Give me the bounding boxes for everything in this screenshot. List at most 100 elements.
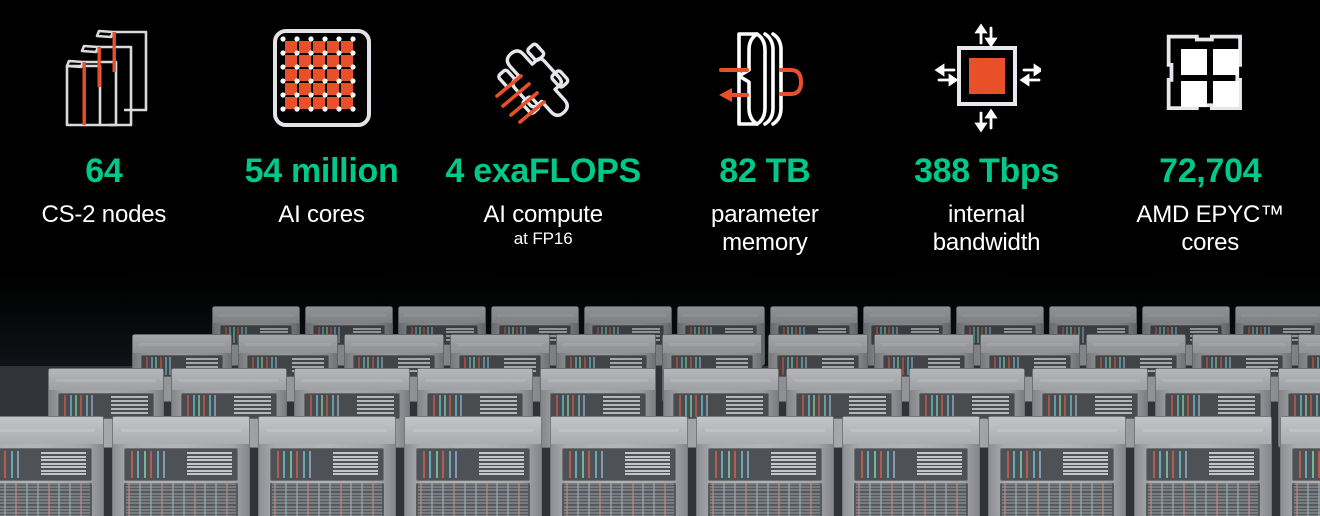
server-slot-indicators [971,396,1010,415]
race-car-speed-icon [487,18,599,138]
cable-bundle [1151,450,1189,479]
rack-top-seam [1241,314,1317,317]
rack-front-panel [1145,448,1261,481]
server-slot-indicators [770,452,816,477]
server-slot-indicators [1094,396,1133,415]
cable-bundle [0,450,22,479]
cable-bundle [801,395,833,417]
rack-top-seam [997,429,1117,432]
server-slot-indicators [1217,396,1256,415]
cable-bundle [463,357,490,375]
cable-bundle [993,357,1020,375]
server-rack [988,416,1126,516]
cable-bundle [186,395,218,417]
rack-lower-bay [415,483,531,516]
server-slot-indicators [356,396,395,415]
rack-top-seam [244,343,332,346]
cable-bundle [555,395,587,417]
server-slot-indicators [186,452,232,477]
rack-front-panel [561,448,677,481]
cable-bundle [309,395,341,417]
rack-lower-bay [999,483,1115,516]
server-slot-indicators [1208,452,1254,477]
rack-front-panel [853,448,969,481]
rack-top-seam [774,343,862,346]
cable-bundle [1293,395,1320,417]
rack-top-seam [424,379,526,382]
rack-lower-bay [1145,483,1261,516]
rack-top-seam [404,314,480,317]
rack-top-seam [350,343,438,346]
rack-top-seam [301,379,403,382]
rack-front-panel [1291,448,1320,481]
rack-top-seam [962,314,1038,317]
server-slot-indicators [332,452,378,477]
stat-cs2-nodes: 64 CS-2 nodes [0,0,214,272]
cable-bundle [859,450,897,479]
rack-top-seam [683,314,759,317]
server-rack [842,416,980,516]
stat-ai-cores: 54 million AI cores [212,0,432,272]
server-rack [696,416,834,516]
rack-front-panel [58,393,154,419]
rack-front-panel [707,448,823,481]
stat-amd-epyc-cores: 72,704 AMD EPYC™ cores [1100,0,1320,272]
rack-top-seam [1143,429,1263,432]
stat-value: 72,704 [1159,152,1262,190]
stats-row: 64 CS-2 nodes [0,0,1320,272]
rack-top-seam [559,429,679,432]
rack-front-panel [550,393,646,419]
stat-label: AMD EPYC™ cores [1136,201,1284,257]
rack-top-seam [0,429,95,432]
memory-sheets-arrow-icon [713,18,817,138]
rack-top-seam [869,314,945,317]
stat-value: 54 million [244,152,399,190]
server-rack-array-image [0,268,1320,516]
server-slot-indicators [848,396,887,415]
rack-front-panel [999,448,1115,481]
rack-lower-bay [853,483,969,516]
cable-bundle [357,357,384,375]
stat-label: AI cores [278,201,365,228]
server-slot-indicators [40,452,86,477]
stat-value: 82 TB [719,152,811,190]
server-rack [1280,416,1320,516]
cable-bundle [1047,395,1079,417]
rack-top-seam [267,429,387,432]
rack-lower-bay [123,483,239,516]
cable-bundle [129,450,167,479]
stat-value: 4 exaFLOPS [445,152,641,190]
rack-top-seam [1198,343,1286,346]
cable-bundle [887,357,914,375]
server-slot-indicators [479,396,518,415]
cable-bundle [678,395,710,417]
server-rack [0,416,104,516]
stat-label: parameter memory [711,201,819,257]
rack-top-seam [562,343,650,346]
rack-front-panel [673,393,769,419]
server-slot-indicators [1062,452,1108,477]
cable-bundle [1311,357,1320,375]
cable-bundle [1205,357,1232,375]
rack-front-panel [269,448,385,481]
rack-top-seam [547,379,649,382]
server-rack [1235,306,1320,366]
server-slot-indicators [538,327,567,342]
cable-bundle [63,395,95,417]
rack-top-seam [1289,429,1320,432]
server-rack [344,334,444,402]
rack-top-seam [1285,379,1320,382]
rack-top-seam [590,314,666,317]
server-slot-indicators [916,452,962,477]
bandwidth-arrows-chip-icon [933,18,1041,138]
rack-front-panel [0,448,93,481]
rack-top-seam [178,379,280,382]
server-slot-indicators [478,452,524,477]
rack-lower-bay [0,483,93,516]
rack-top-seam [1162,379,1264,382]
server-rack [404,416,542,516]
rack-top-seam [311,314,387,317]
server-slot-indicators [624,452,670,477]
rack-top-seam [1092,343,1180,346]
cable-bundle [675,357,702,375]
